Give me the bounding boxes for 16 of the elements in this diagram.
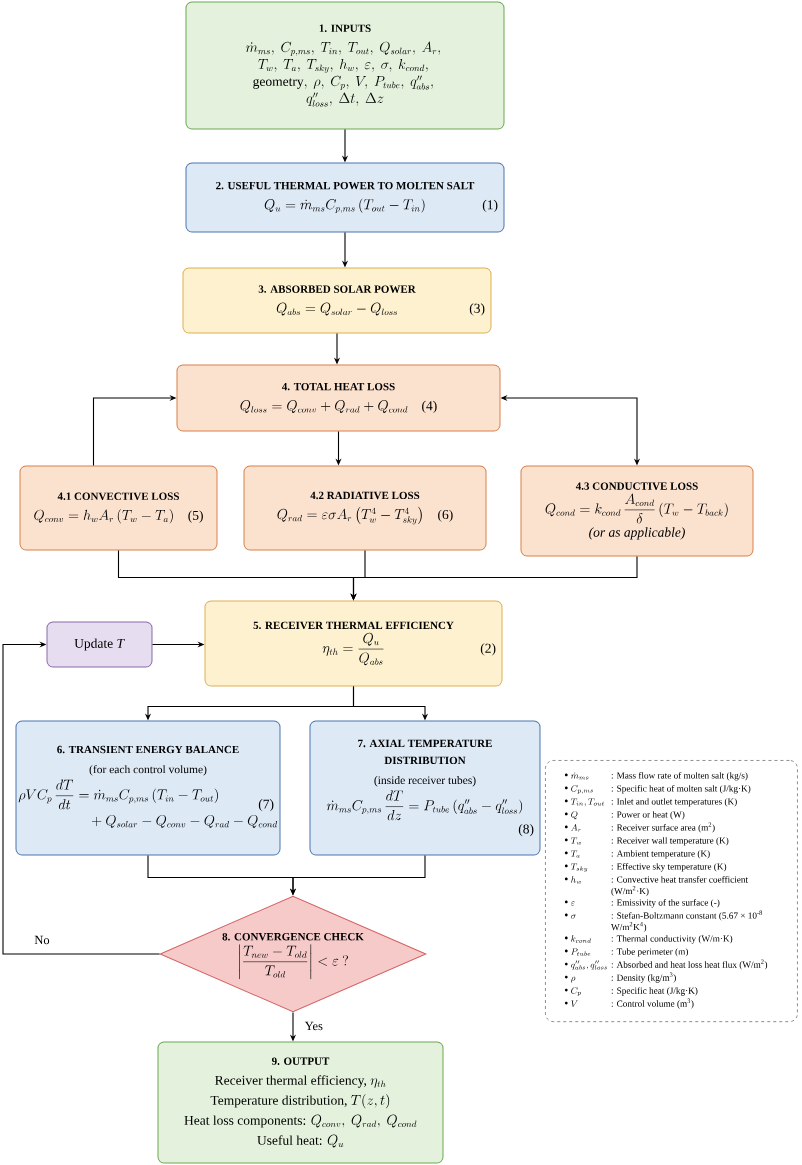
process-box: 3. ABSORBED SOLAR POWER $Q_{abs} = Q_{solar} - Q_{loss}$ (3) <box>182 267 492 334</box>
process-box: 5. RECEIVER THERMAL EFFICIENCY $\eta_{th} = \frac{Q_u}{Q_{abs}}$ (2) <box>204 600 503 687</box>
edge-label: No <box>34 935 50 945</box>
process-box: 4. TOTAL HEAT LOSS $Q_{loss} = Q_{conv} + Q_{rad} + Q_{cond}$ (4) <box>176 364 501 432</box>
process-box: 4.1 CONVECTIVE LOSS $Q_{conv} = h_w A_r\left(T_w - T_a\right)$ (5) <box>19 465 218 551</box>
process-box: Update T <box>46 621 153 668</box>
process-box: 6. TRANSIENT ENERGY BALANCE (for each control volume) $\begin{aligned}\rho V C_p\,\frac{dT}{dt} &= \dot{m}_{ms}C_{p,ms}\left(T_{in} - T_{out}\right)\\ &\quad + Q_{solar} - Q_{conv} - Q_{rad} - Q_{cond}\end{aligned}$ (7) <box>15 720 281 856</box>
arrow <box>2 641 161 955</box>
edge-label: Yes <box>304 1021 323 1031</box>
process-box: 4.2 RADIATIVE LOSS $Q_{rad} = \varepsilon\sigma A_r\left(T_w^4 - T_{sky}^4\right)$ (6) <box>243 465 487 551</box>
process-box: 1. INPUTS $\dot{m}_{ms},\ \allowbreak C_{p,ms},\ \allowbreak T_{in},\ \allowbreak T_{out},\ \allowbreak Q_{solar},\ \allowbreak A_r,\ \allowbreak T_w,\ \allowbreak T_a,\ \allowbreak T_{sky},\ \allowbreak h_w,\ \allowbreak \varepsilon,\ \allowbreak \sigma,\ \allowbreak k_{cond},\ \allowbreak \text{geometry},\ \allowbreak \rho,\ \allowbreak C_p,\ \allowbreak V,\ \allowbreak P_{tube},\ \allowbreak q''_{abs},\ \allowbreak q''_{loss},\ \allowbreak \Delta t,\ \allowbreak \Delta z$ <box>185 1 505 130</box>
process-box: 9. OUTPUT $\text{Receiver thermal efficiency, }\eta_{th}$ $\text{Temperature distribution, }T(z,t)$ $\text{Heat loss components: }Q_{conv},\ Q_{rad},\ Q_{cond}$ $\text{Useful heat: }Q_u$ <box>157 1041 444 1164</box>
process-box: 7. AXIAL TEMPERATURE DISTRIBUTION (inside receiver tubes) $\dot{m}_{ms}C_{p,ms}\,\frac{dT}{dz} = P_{tube}\left(q''_{abs} - q''_{loss}\right)$ (8) <box>309 720 541 856</box>
process-box: 2. USEFUL THERMAL POWER TO MOLTEN SALT $Q_u = \dot{m}_{ms}C_{p,ms}\left(T_{out} - T_{in}\right)$ (1) <box>185 162 505 233</box>
process-box: 4.3 CONDUCTIVE LOSS $Q_{cond} = k_{cond}\,\frac{A_{cond}}{\delta}\left(T_w - T_{back}\right)$ (or as applicable) <box>520 465 754 557</box>
symbol-legend-box: $\dot{m}_{ms}$ : Mass flow rate of molten salt (kg/s) $C_{p,ms}$ : Specific heat of molten salt (J/kg·K) $T_{in}, T_{out}$ : Inlet and outlet temperatures (K) $Q$ : Power or heat (W) $A_r$ : Receiver surface area (m$^{2}$) $T_w$ : Receiver wall temperature (K) $T_a$ : Ambient temperature (K) $T_{sky}$ : Effective sky temperature (K) $h_w$ : Convective heat transfer coefficient (W/m$^{2}$·K) $\varepsilon$ : Emissivity of the surface (-) $\sigma$ : Stefan-Boltzmann constant (5.67 × 10$^{-8}$ W/m$^{2}$K$^{4}$) $k_{cond}$ : Thermal conductivity (W/m·K) $P_{tube}$ : Tube perimeter (m) $q''_{abs}, q''_{loss}$ : Absorbed and heat loss heat flux (W/m$^{2}$) $\rho$ : Density (kg/m$^{3}$) $C_p$ : Specific heat (J/kg·K) $V$ : Control volume (m$^{3}$) <box>545 760 798 1023</box>
